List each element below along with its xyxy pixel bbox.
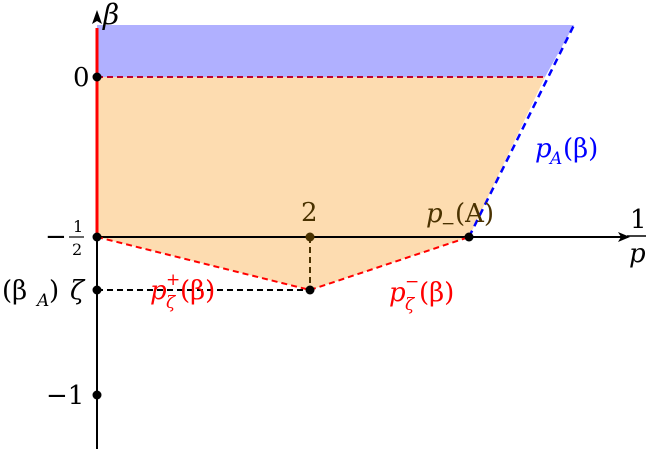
pzeta-minus-main: p <box>389 278 406 308</box>
one-over-p-denominator: p <box>629 239 646 269</box>
pzeta-minus-dashed-line <box>309 236 470 291</box>
pA-beta-dashed-line <box>467 24 576 238</box>
point-zero <box>92 72 102 82</box>
tick-minus-half-label: − 1 2 <box>45 217 84 259</box>
point-vertex <box>305 285 315 295</box>
minus-half-numerator: 1 <box>73 217 83 236</box>
p-minus-A-label: p − (A) <box>426 199 494 234</box>
pzeta-plus-subscript: ζ <box>166 293 177 313</box>
blue-region <box>97 25 574 77</box>
pzeta-plus-main: p <box>150 276 167 306</box>
pzeta-minus-superscript: − <box>405 272 419 292</box>
point-minus-half <box>92 232 102 242</box>
pzeta-plus-arg: (β) <box>180 276 215 306</box>
pzeta-minus-label: p − ζ (β) <box>389 272 454 315</box>
beta-A-open: (β <box>2 276 27 306</box>
point-p-minus-A <box>464 232 474 242</box>
vertical-axis-arrowhead <box>92 10 102 24</box>
p-minus-A-main: p <box>426 199 443 229</box>
pA-beta-label: p A (β) <box>535 134 598 169</box>
pA-arg: (β) <box>563 134 598 164</box>
minus-half-sign: − <box>45 222 67 252</box>
pA-main: p <box>535 134 552 164</box>
beta-axis-label: β <box>102 0 119 31</box>
tick-minus-one-label: −1 <box>46 381 84 411</box>
one-over-p-axis-label: 1 p <box>627 205 647 269</box>
one-over-p-numerator: 1 <box>630 205 647 235</box>
pA-subscript: A <box>548 149 562 169</box>
orange-region <box>97 77 545 290</box>
point-two <box>305 232 315 242</box>
tick-zero-label: 0 <box>73 63 90 93</box>
point-zeta <box>92 285 102 295</box>
pzeta-plus-label: p + ζ (β) <box>150 270 215 313</box>
tick-zeta-label: ζ <box>70 276 86 306</box>
beta-A-close: ) <box>49 276 59 306</box>
pzeta-minus-subscript: ζ <box>405 295 416 315</box>
p-minus-A-subscript: − <box>441 214 455 234</box>
pzeta-minus-arg: (β) <box>419 278 454 308</box>
tick-beta-A-label: (β A ) <box>2 276 59 311</box>
pzeta-plus-superscript: + <box>166 270 180 290</box>
point-two-label: 2 <box>301 198 318 228</box>
p-minus-A-arg: (A) <box>455 199 494 229</box>
point-minus-one <box>92 390 102 400</box>
pzeta-plus-dashed-line <box>96 236 311 291</box>
beta-A-subscript: A <box>35 291 49 311</box>
minus-half-denominator: 2 <box>72 240 82 259</box>
